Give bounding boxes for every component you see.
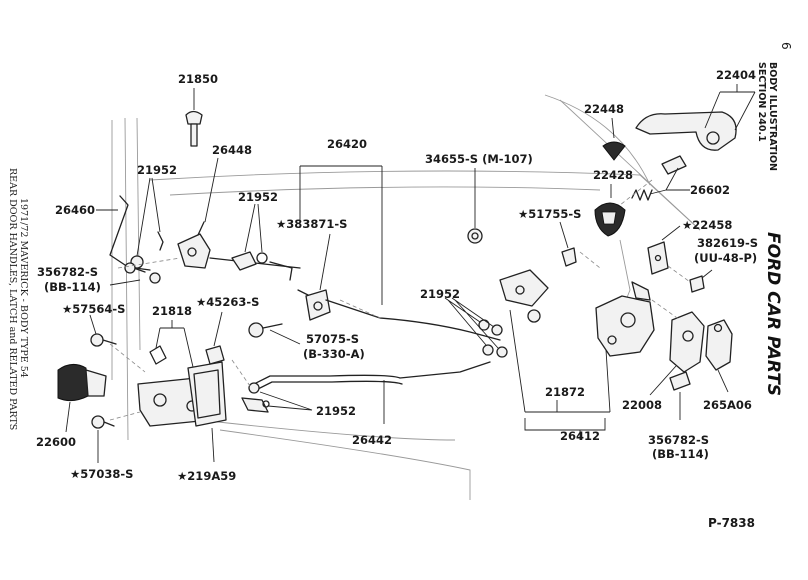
label-57075-code: (B-330-A) xyxy=(303,347,365,361)
clip-group-21952-a xyxy=(130,177,164,269)
label-356782-a-code: (BB-114) xyxy=(44,280,101,294)
plate-265A06 xyxy=(705,319,733,393)
label-21952-d: 21952 xyxy=(316,404,356,418)
spring-26602 xyxy=(631,155,690,201)
label-383871: ★383871-S xyxy=(276,217,347,231)
label-22600: 22600 xyxy=(36,435,76,449)
screw-356782-b xyxy=(669,371,691,420)
screw-382619 xyxy=(689,269,713,293)
label-382619: 382619-S xyxy=(697,236,758,250)
latch-levers-21872 xyxy=(499,269,611,413)
plug-22448 xyxy=(602,117,626,161)
label-45263: ★45263-S xyxy=(196,295,259,309)
label-265A06: 265A06 xyxy=(703,398,752,412)
leader-383871 xyxy=(319,233,331,291)
label-22008: 22008 xyxy=(622,398,662,412)
side-caption-subtitle: 1971/72 MAVERICK - BODY TYPE 54 xyxy=(18,198,29,378)
inside-handle-22600 xyxy=(57,364,107,433)
label-21850: 21850 xyxy=(178,72,218,86)
label-26412: 26412 xyxy=(560,429,600,443)
label-356782-b-code: (BB-114) xyxy=(652,447,709,461)
plate-22008 xyxy=(649,311,705,396)
bracket-22458 xyxy=(647,225,681,275)
label-22458: ★22458 xyxy=(682,218,732,232)
label-356782-b: 356782-S xyxy=(648,433,709,447)
screw-51755 xyxy=(559,221,577,267)
label-57038: ★57038-S xyxy=(70,467,133,481)
screw-57038 xyxy=(91,415,115,463)
label-26460: 26460 xyxy=(55,203,95,217)
screw-356782-a xyxy=(109,262,161,286)
clip-group-21952-d xyxy=(241,382,313,413)
rod-26442 xyxy=(249,361,491,424)
label-356782-a: 356782-S xyxy=(37,265,98,279)
section-title: BODY ILLUSTRATION xyxy=(767,62,778,171)
assembly-lines xyxy=(109,179,691,421)
pad-22428 xyxy=(594,184,626,237)
side-caption-title: REAR DOOR HANDLES, LATCH and RELATED PAR… xyxy=(7,168,18,430)
push-button-21850 xyxy=(185,88,203,147)
bezel-219A59 xyxy=(187,361,227,463)
label-21818: 21818 xyxy=(152,304,192,318)
label-26602: 26602 xyxy=(690,183,730,197)
bellcrank-26448 xyxy=(177,157,301,269)
page-number: 6 xyxy=(779,42,793,50)
label-57075: 57075-S xyxy=(306,332,359,346)
rod-26420 xyxy=(297,165,501,341)
label-34655: 34655-S (M-107) xyxy=(425,152,533,166)
label-22448: 22448 xyxy=(584,102,624,116)
label-21952-c: 21952 xyxy=(420,287,460,301)
clip-group-21952-b xyxy=(231,203,293,281)
label-21952-b: 21952 xyxy=(238,190,278,204)
brand-title: FORD CAR PARTS xyxy=(763,232,783,396)
clip-group-21952-c xyxy=(444,297,508,358)
screw-57075 xyxy=(248,322,301,345)
label-22404: 22404 xyxy=(716,68,756,82)
label-26420: 26420 xyxy=(327,137,367,151)
label-382619-code: (UU-48-P) xyxy=(694,251,757,265)
bumper-34655 xyxy=(467,168,483,244)
label-26448: 26448 xyxy=(212,143,252,157)
section-number: SECTION 240.1 xyxy=(756,62,767,142)
label-21872: 21872 xyxy=(545,385,585,399)
door-outline xyxy=(111,94,701,500)
handle-22404 xyxy=(635,84,756,151)
label-22428: 22428 xyxy=(593,168,633,182)
label-51755: ★51755-S xyxy=(518,207,581,221)
screw-57564 xyxy=(89,314,117,347)
label-57564: ★57564-S xyxy=(62,302,125,316)
clip-45263 xyxy=(205,311,225,365)
label-26442: 26442 xyxy=(352,433,392,447)
latch-26412 xyxy=(524,281,655,440)
label-21952-a: 21952 xyxy=(137,163,177,177)
plate-number: P-7838 xyxy=(708,516,755,530)
label-219A59: ★219A59 xyxy=(177,469,236,483)
